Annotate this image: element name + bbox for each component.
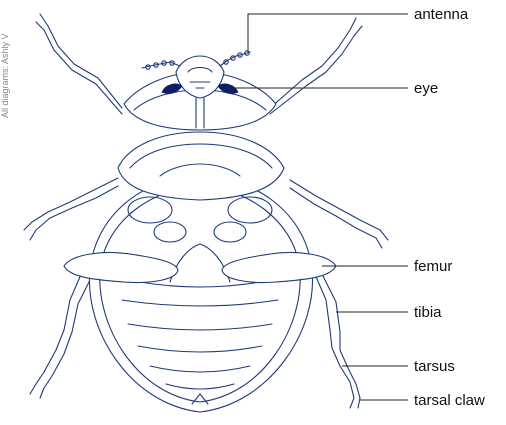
label-tarsus: tarsus [414, 358, 455, 375]
middle-right-leg [290, 180, 388, 248]
label-femur: femur [414, 258, 452, 275]
front-right-leg [270, 18, 362, 114]
image-credit: All diagrams: Ashly V [0, 33, 10, 118]
antenna-leader [248, 14, 408, 52]
label-eye: eye [414, 80, 438, 97]
front-left-leg [36, 14, 122, 114]
abdomen [89, 176, 312, 412]
label-antenna: antenna [414, 6, 469, 23]
hind-right-leg [314, 272, 360, 408]
label-tarsal-claw: tarsal claw [414, 392, 485, 409]
labels: antenna eye femur tibia tarsus tarsal cl… [414, 6, 485, 409]
label-tibia: tibia [414, 304, 442, 321]
hind-left-leg [30, 272, 92, 398]
